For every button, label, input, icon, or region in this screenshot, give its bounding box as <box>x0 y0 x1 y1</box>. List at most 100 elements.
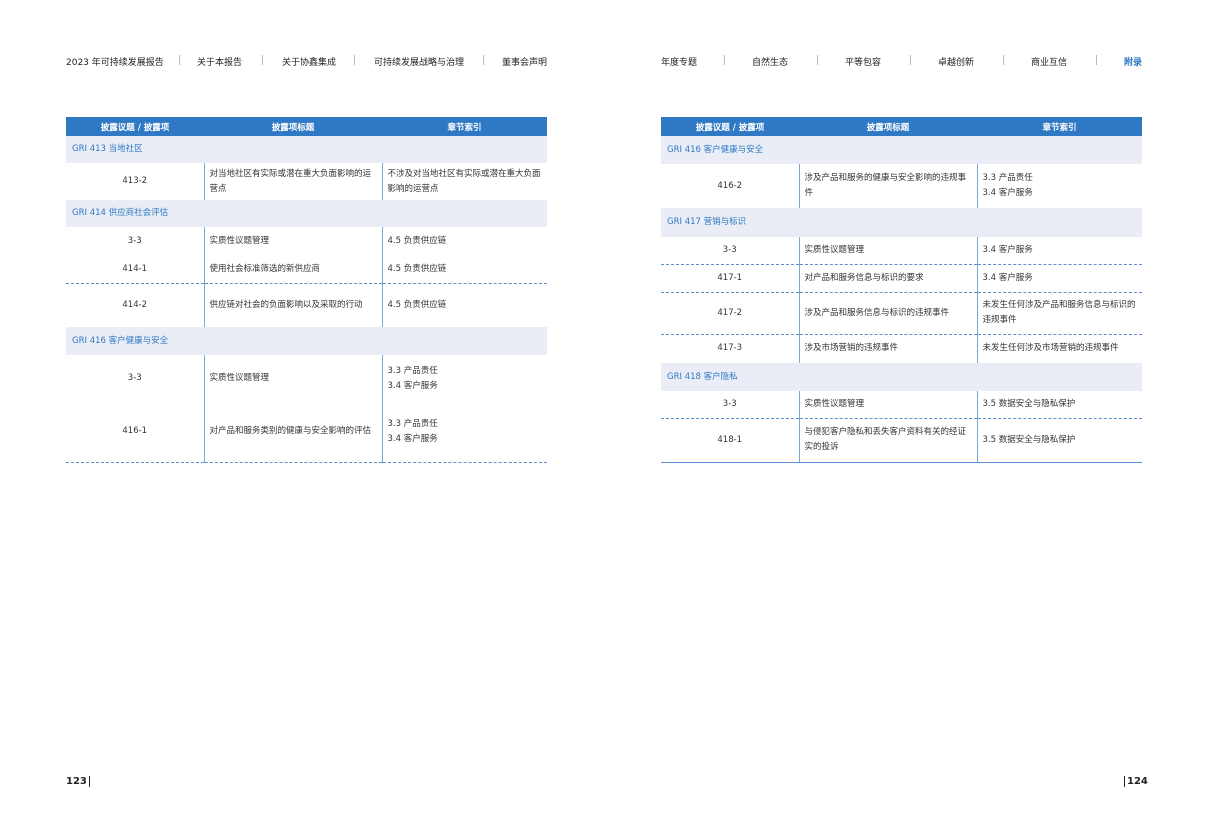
nav-divider <box>817 55 818 65</box>
section-ref: 未发生任何涉及市场营销的违规事件 <box>982 343 1119 354</box>
section-ref: 3.3 产品责任 <box>387 418 438 429</box>
section-ref: 不涉及对当地社区有实际或潜在重大负面影响的运营点 <box>387 168 541 194</box>
nav-innovation[interactable]: 卓越创新 <box>938 58 975 68</box>
disclosure-title: 供应链对社会的负面影响以及采取的行动 <box>203 283 382 327</box>
disclosure-title: 实质性议题管理 <box>203 355 382 402</box>
disclosure-id: 416-1 <box>66 402 204 463</box>
group-row: GRI 414 供应商社会评估 <box>66 200 547 227</box>
disclosure-id: 417-1 <box>661 264 799 293</box>
disclosure-title: 对当地社区有实际或潜在重大负面影响的运营点 <box>203 163 382 200</box>
section-ref-cell: 3.3 产品责任 3.4 客户服务 <box>976 164 1142 208</box>
group-label: GRI 413 当地社区 <box>66 136 547 163</box>
section-ref: 4.5 负责供应链 <box>387 263 447 274</box>
disclosure-id: 3-3 <box>661 391 799 419</box>
group-row: GRI 416 客户健康与安全 <box>66 327 547 355</box>
nav-business-trust[interactable]: 商业互信 <box>1031 58 1068 68</box>
disclosure-title: 使用社会标准筛选的新供应商 <box>203 256 382 284</box>
nav-strategy[interactable]: 可持续发展战略与治理 <box>374 58 465 68</box>
section-ref-cell: 3.4 客户服务 <box>976 264 1142 293</box>
nav-divider <box>483 55 484 65</box>
table-header: 披露议题 / 披露项 披露项标题 章节索引 <box>66 117 547 136</box>
disclosure-title: 涉及产品和服务的健康与安全影响的违规事件 <box>798 164 977 208</box>
disclosure-title: 对产品和服务信息与标识的要求 <box>798 264 977 293</box>
section-ref-cell: 3.4 客户服务 <box>976 237 1142 265</box>
section-ref: 3.3 产品责任 <box>982 173 1033 183</box>
disclosure-id: 417-3 <box>717 343 743 354</box>
disclosure-id: 3-3 <box>127 373 142 383</box>
nav-about-report[interactable]: 关于本报告 <box>197 58 243 68</box>
section-ref-cell: 未发生任何涉及产品和服务信息与标识的违规事件 <box>976 292 1142 335</box>
disclosure-title: 对产品和服务类别的健康与安全影响的评估 <box>203 402 382 463</box>
section-ref: 3.4 客户服务 <box>982 272 1033 283</box>
table-row: 417-3 涉及市场营销的违规事件未发生任何涉及市场营销的违规事件 <box>661 334 1142 363</box>
section-ref-2: 3.4 客户服务 <box>387 433 438 444</box>
group-row: GRI 417 营销与标识 <box>661 208 1142 237</box>
group-label: GRI 416 客户健康与安全 <box>661 136 1142 164</box>
table-row: 414-2 供应链对社会的负面影响以及采取的行动 4.5 负责供应链 <box>66 283 547 327</box>
nav-divider <box>354 55 355 65</box>
header-title: 披露项标题 <box>799 117 977 136</box>
section-ref-cell: 3.3 产品责任 3.4 客户服务 <box>381 402 547 463</box>
disclosure-title: 实质性议题管理 <box>203 227 382 256</box>
disclosure-title: 涉及市场营销的违规事件 <box>798 334 977 363</box>
disclosure-id: 416-2 <box>717 180 743 191</box>
nav-annual-topic[interactable]: 年度专题 <box>661 58 698 68</box>
nav-report-title[interactable]: 2023 年可持续发展报告 <box>66 58 164 68</box>
nav-divider <box>1096 55 1097 65</box>
section-ref: 4.5 负责供应链 <box>387 236 447 246</box>
disclosure-id: 3-3 <box>661 237 799 265</box>
group-row: GRI 416 客户健康与安全 <box>661 136 1142 164</box>
section-ref: 3.4 客户服务 <box>982 244 1033 255</box>
table-header: 披露议题 / 披露项 披露项标题 章节索引 <box>661 117 1142 136</box>
section-ref: 3.5 数据安全与隐私保护 <box>982 398 1076 409</box>
section-ref: 4.5 负责供应链 <box>387 299 447 310</box>
section-ref-2: 3.4 客户服务 <box>387 380 438 391</box>
nav-appendix[interactable]: 附录 <box>1124 58 1143 68</box>
disclosure-id: 418-1 <box>661 418 799 463</box>
disclosure-title: 实质性议题管理 <box>798 391 977 419</box>
nav-divider <box>724 55 725 65</box>
header-disclosure: 披露议题 / 披露项 <box>66 117 204 136</box>
section-ref-cell: 3.5 数据安全与隐私保护 <box>976 418 1142 463</box>
disclosure-id: 414-1 <box>66 256 204 284</box>
gri-index-table-right: 披露议题 / 披露项 披露项标题 章节索引 GRI 416 客户健康与安全 416… <box>661 117 1142 463</box>
header-disclosure: 披露议题 / 披露项 <box>661 117 799 136</box>
header-section: 章节索引 <box>382 117 547 136</box>
disclosure-title: 与侵犯客户隐私和丢失客户资料有关的经证实的投诉 <box>798 418 977 463</box>
section-ref-2: 3.4 客户服务 <box>982 188 1033 198</box>
section-ref-cell: 不涉及对当地社区有实际或潜在重大负面影响的运营点 <box>381 163 547 200</box>
disclosure-id: 414-2 <box>122 299 148 310</box>
header-title: 披露项标题 <box>204 117 382 136</box>
section-ref-cell: 4.5 负责供应链 <box>381 283 547 327</box>
nav-divider <box>262 55 263 65</box>
disclosure-title: 涉及产品和服务信息与标识的违规事件 <box>798 292 977 335</box>
group-label: GRI 417 营销与标识 <box>661 208 1142 237</box>
table-row: 3-3 实质性议题管理 4.5 负责供应链 <box>66 227 547 256</box>
page-number-left: 123 <box>66 776 90 787</box>
header-section: 章节索引 <box>977 117 1142 136</box>
page-number-right: 124 <box>1124 776 1148 787</box>
group-row: GRI 418 客户隐私 <box>661 363 1142 391</box>
nav-board-statement[interactable]: 董事会声明 <box>502 58 548 68</box>
section-ref-cell: 3.5 数据安全与隐私保护 <box>976 391 1142 419</box>
section-ref-cell: 未发生任何涉及市场营销的违规事件 <box>976 334 1142 363</box>
section-ref-cell: 4.5 负责供应链 <box>381 256 547 284</box>
table-row: 416-2 涉及产品和服务的健康与安全影响的违规事件 3.3 产品责任 3.4 客户服… <box>661 164 1142 208</box>
nav-nature[interactable]: 自然生态 <box>752 58 789 68</box>
disclosure-title: 实质性议题管理 <box>798 237 977 265</box>
disclosure-id: 3-3 <box>127 236 142 246</box>
group-label: GRI 418 客户隐私 <box>661 363 1142 391</box>
section-ref-cell: 4.5 负责供应链 <box>381 227 547 256</box>
nav-about-company[interactable]: 关于协鑫集成 <box>282 58 337 68</box>
nav-inclusion[interactable]: 平等包容 <box>845 58 882 68</box>
